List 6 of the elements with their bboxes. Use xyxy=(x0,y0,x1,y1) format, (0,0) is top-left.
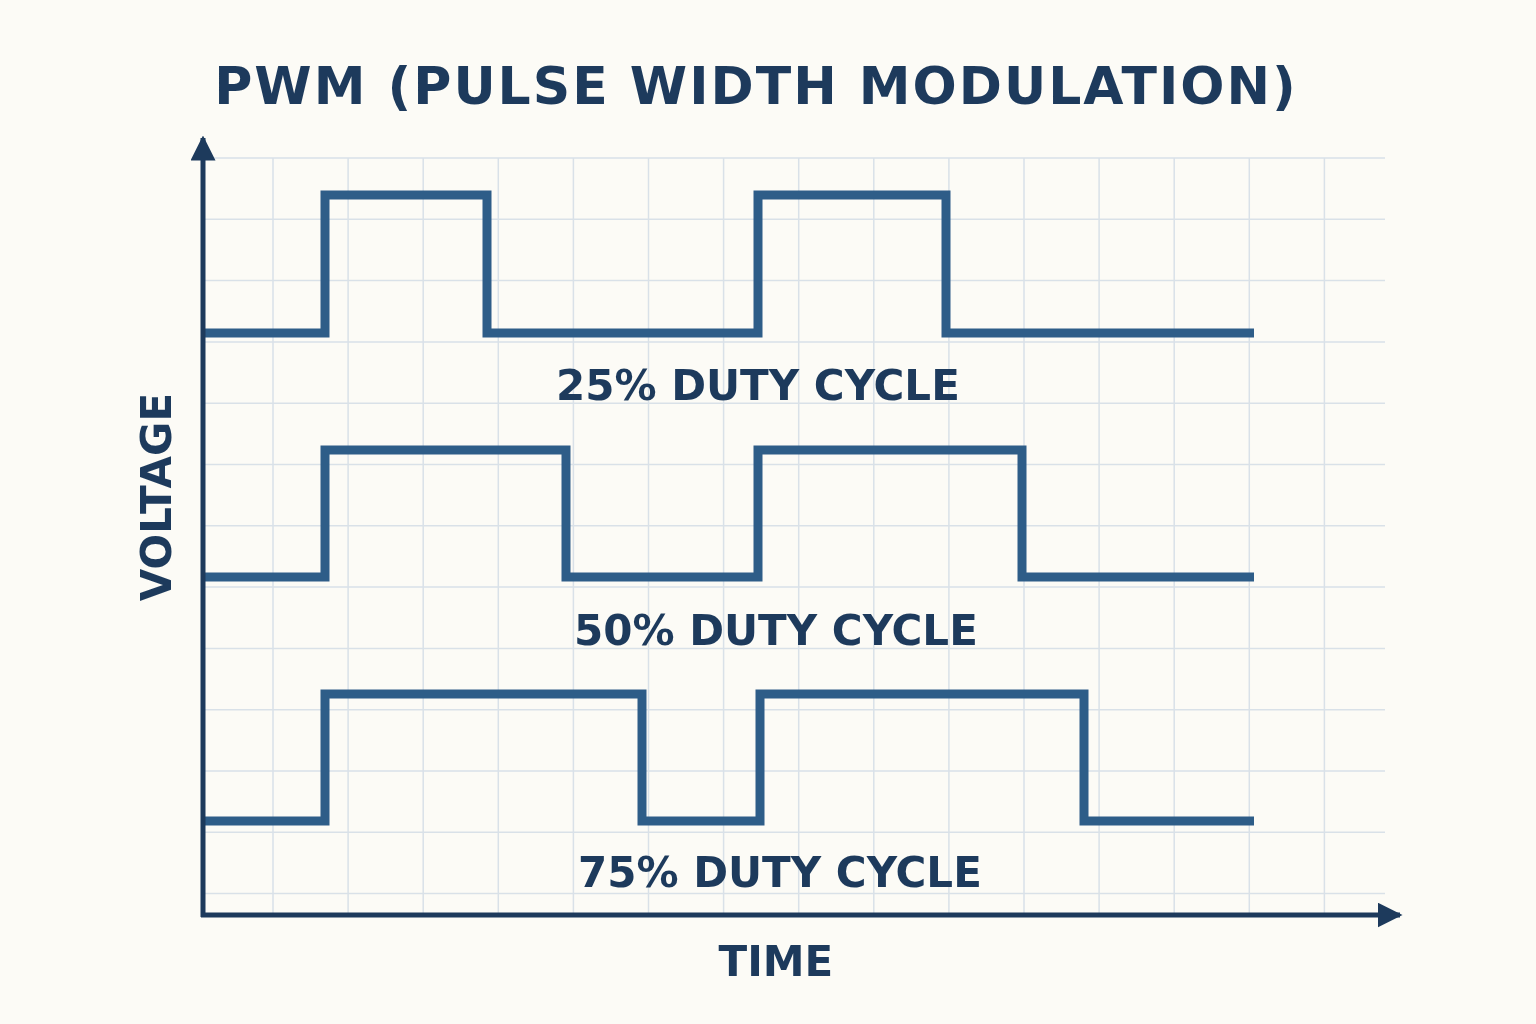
axis-label: VOLTAGE xyxy=(136,392,179,602)
axis-label: TIME xyxy=(718,941,834,983)
wave-label: 75% DUTY CYCLE xyxy=(578,852,982,894)
title: PWM (PULSE WIDTH MODULATION) xyxy=(213,60,1299,112)
wave-label: 50% DUTY CYCLE xyxy=(574,610,978,652)
wave-label: 25% DUTY CYCLE xyxy=(556,365,960,407)
